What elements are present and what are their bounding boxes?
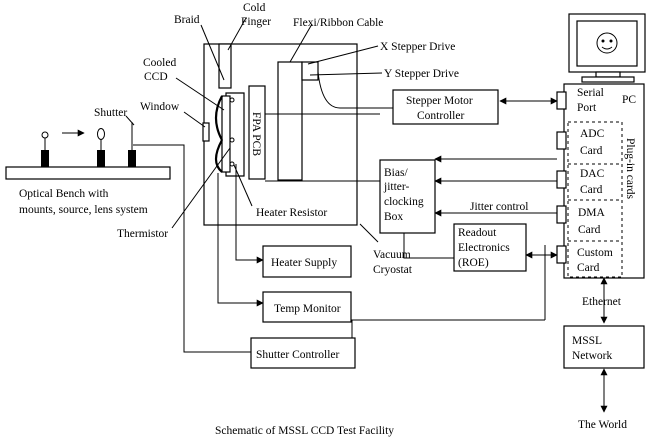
y-stepper-stage bbox=[301, 61, 319, 81]
flexi-cable-label: Flexi/Ribbon Cable bbox=[293, 17, 383, 29]
adc-label-2: Card bbox=[580, 145, 603, 157]
plugin-cards-label: Plug-in cards bbox=[624, 138, 636, 200]
cooled-ccd-label-2: CCD bbox=[144, 71, 168, 83]
the-world-label: The World bbox=[578, 419, 627, 431]
vacuum-cryostat-label-2: Cryostat bbox=[373, 264, 413, 276]
heater-resistor-label: Heater Resistor bbox=[256, 207, 327, 219]
diagram-caption: Schematic of MSSL CCD Test Facility bbox=[215, 425, 394, 437]
mssl-label-1: MSSL bbox=[572, 335, 602, 347]
shutter-label: Shutter bbox=[94, 107, 127, 119]
pc bbox=[556, 13, 646, 279]
optical-bench bbox=[5, 122, 171, 180]
vacuum-cryostat bbox=[202, 43, 358, 226]
mssl-label-2: Network bbox=[572, 350, 612, 362]
stepper-motor-controller bbox=[392, 89, 499, 125]
cold-finger-label-2: Finger bbox=[241, 16, 271, 28]
temp-monitor bbox=[262, 291, 352, 323]
fpa-pcb bbox=[248, 85, 266, 180]
cooled-ccd-label-1: Cooled bbox=[143, 57, 176, 69]
shutter-controller bbox=[250, 337, 356, 369]
shutter-wire bbox=[133, 144, 251, 353]
window-label: Window bbox=[140, 101, 180, 113]
cold-finger-label-1: Cold bbox=[243, 2, 266, 14]
stepper-controller-label-2: Controller bbox=[417, 110, 464, 122]
bias-box-label-2: jitter- bbox=[383, 181, 409, 193]
ethernet-label: Ethernet bbox=[582, 296, 622, 308]
bias-box-label-3: clocking bbox=[384, 196, 424, 208]
custom-label-1: Custom bbox=[577, 247, 613, 259]
cooled-ccd bbox=[221, 95, 231, 173]
x-stepper-stage bbox=[277, 61, 303, 181]
x-stepper-label: X Stepper Drive bbox=[380, 41, 455, 53]
dma-label-1: DMA bbox=[578, 207, 606, 219]
shutter-mount bbox=[128, 122, 136, 167]
serial-port-label-2: Port bbox=[577, 102, 597, 114]
braid-lower bbox=[214, 139, 223, 173]
readout-electronics bbox=[453, 223, 527, 272]
shutter-controller-label: Shutter Controller bbox=[256, 349, 340, 361]
mssl-network bbox=[563, 325, 645, 369]
heater-supply bbox=[262, 245, 352, 278]
temp-monitor-label: Temp Monitor bbox=[274, 303, 341, 315]
lens bbox=[97, 128, 105, 140]
light-source bbox=[41, 131, 49, 139]
bias-box-label-1: Bias/ bbox=[384, 167, 408, 179]
adc-label-1: ADC bbox=[580, 128, 605, 140]
leader-lines bbox=[125, 17, 383, 243]
thermistor-label: Thermistor bbox=[117, 228, 168, 240]
pc-label: PC bbox=[622, 94, 636, 106]
text-labels: Cold Finger Braid Flexi/Ribbon Cable X S… bbox=[19, 2, 636, 437]
vacuum-cryostat-label-1: Vacuum bbox=[373, 249, 411, 261]
dac-label-2: Card bbox=[580, 184, 603, 196]
braid-upper bbox=[214, 95, 223, 141]
bias-jitter-box bbox=[379, 159, 436, 234]
roe-label-2: Electronics bbox=[458, 242, 510, 254]
plugin-cards-area bbox=[567, 121, 623, 278]
serial-port-connector bbox=[556, 91, 567, 110]
ribbon-cable bbox=[317, 71, 341, 109]
roe-label-3: (ROE) bbox=[458, 257, 489, 269]
serial-port-label-1: Serial bbox=[577, 87, 604, 99]
cold-finger bbox=[218, 43, 232, 89]
monitor-icon bbox=[568, 13, 646, 83]
y-stepper-label: Y Stepper Drive bbox=[384, 68, 459, 80]
optical-bench-label-2: mounts, source, lens system bbox=[19, 204, 148, 216]
roe-label-1: Readout bbox=[458, 227, 497, 239]
heater-supply-label: Heater Supply bbox=[271, 257, 337, 269]
custom-connector bbox=[556, 245, 567, 264]
dac-label-1: DAC bbox=[580, 168, 605, 180]
braid-label: Braid bbox=[174, 14, 200, 26]
optical-bench-rail bbox=[5, 166, 171, 180]
dma-connector bbox=[556, 205, 567, 224]
fpa-pcb-label: FPA PCB bbox=[250, 112, 262, 156]
pc-chassis bbox=[563, 83, 645, 279]
light-source-mount bbox=[41, 131, 49, 167]
lens-mount bbox=[97, 128, 105, 167]
bias-box-label-4: Box bbox=[384, 211, 403, 223]
dac-connector bbox=[556, 170, 567, 189]
wiring bbox=[133, 97, 608, 413]
window bbox=[202, 122, 210, 142]
jitter-control-label: Jitter control bbox=[470, 201, 528, 213]
optical-bench-label-1: Optical Bench with bbox=[19, 188, 109, 200]
dma-label-2: Card bbox=[578, 224, 601, 236]
custom-label-2: Card bbox=[577, 262, 600, 274]
stepper-controller-label-1: Stepper Motor bbox=[406, 95, 473, 107]
adc-connector bbox=[556, 131, 567, 150]
